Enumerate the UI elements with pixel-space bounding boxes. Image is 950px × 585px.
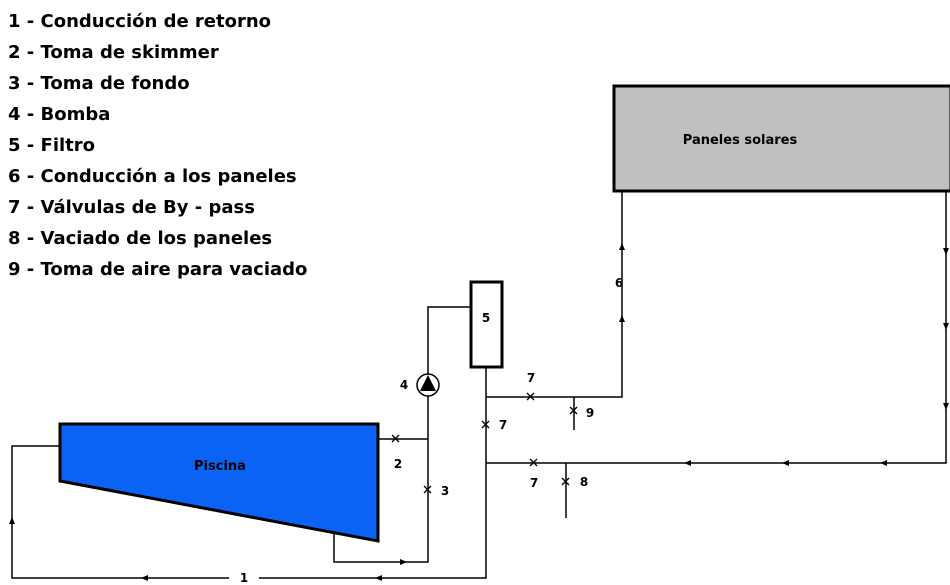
arrow-icon: [9, 517, 15, 524]
label-4: 4: [400, 378, 408, 392]
legend-list: 1 - Conducción de retorno 2 - Toma de sk…: [8, 6, 307, 285]
valve-icon: [391, 434, 400, 443]
label-1: 1: [240, 571, 248, 585]
label-7-filter: 7: [499, 418, 507, 432]
valves: [391, 392, 578, 494]
valve-icon: [569, 406, 578, 415]
label-2: 2: [394, 457, 402, 471]
label-3: 3: [441, 484, 449, 498]
arrow-icon: [943, 323, 949, 330]
pipes: [11, 192, 947, 579]
label-5: 5: [482, 311, 490, 325]
pipe-pump-filter: [427, 306, 471, 374]
pipe-return: [11, 368, 487, 579]
legend-item-1: 1 - Conducción de retorno: [8, 11, 272, 32]
label-6: 6: [615, 276, 623, 290]
arrow-icon: [684, 460, 691, 466]
arrow-icon: [619, 315, 625, 322]
pool-label: Piscina: [194, 459, 246, 474]
pipe-bottom-drain: [333, 396, 429, 563]
pipe-from-panels: [486, 192, 947, 464]
pool-shape: [58, 422, 380, 543]
arrow-icon: [141, 575, 148, 581]
legend-item-5: 5 - Filtro: [8, 135, 96, 156]
legend-item-6: 6 - Conducción a los paneles: [8, 166, 297, 187]
arrow-icon: [943, 248, 949, 255]
arrow-icon: [619, 243, 625, 250]
valve-icon: [526, 392, 535, 401]
arrow-icon: [943, 403, 949, 410]
arrow-icon: [400, 559, 407, 565]
legend-item-2: 2 - Toma de skimmer: [8, 42, 219, 63]
label-9: 9: [586, 406, 594, 420]
label-7-lower: 7: [530, 476, 538, 490]
legend-item-7: 7 - Válvulas de By - pass: [8, 197, 255, 218]
arrow-icon: [782, 460, 789, 466]
valve-icon: [561, 477, 570, 486]
pump-icon: [416, 373, 440, 397]
legend-item-3: 3 - Toma de fondo: [8, 73, 190, 94]
legend-item-4: 4 - Bomba: [8, 104, 111, 125]
valve-icon: [423, 485, 432, 494]
solar-panels-box: [612, 84, 950, 193]
arrow-icon: [880, 460, 887, 466]
legend-item-9: 9 - Toma de aire para vaciado: [8, 259, 308, 280]
arrow-icon: [375, 575, 382, 581]
valve-icon: [529, 458, 538, 467]
legend-item-8: 8 - Vaciado de los paneles: [8, 228, 273, 249]
label-8: 8: [580, 475, 588, 489]
pipe-to-panels: [486, 192, 623, 398]
valve-icon: [481, 420, 490, 429]
label-7-upper: 7: [527, 371, 535, 385]
solar-panels-label: Paneles solares: [683, 133, 798, 148]
flow-arrows: [9, 243, 949, 581]
filter-box: [469, 280, 504, 369]
label-1-bg: [229, 570, 259, 584]
